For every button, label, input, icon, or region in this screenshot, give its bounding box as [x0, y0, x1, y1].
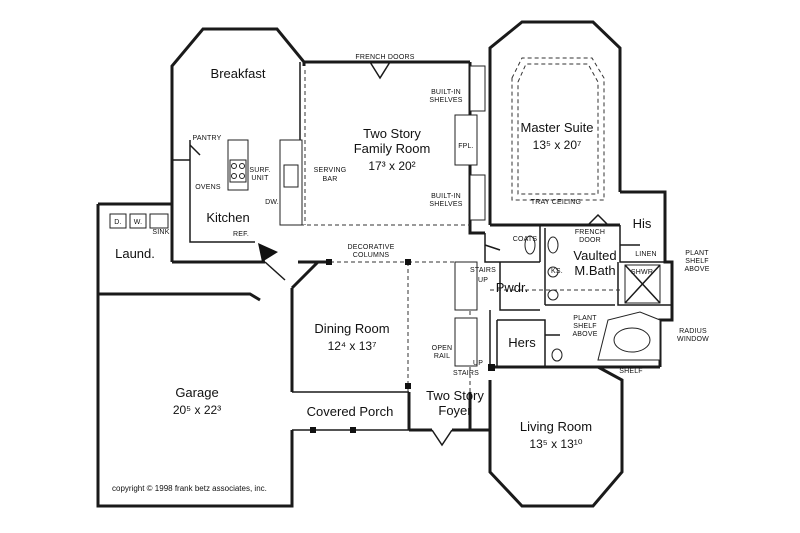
plant-shelf-mid-3: ABOVE [572, 331, 597, 338]
plant-shelf-right-1: PLANT [685, 250, 709, 257]
serving-bar-label-2: BAR [323, 176, 338, 183]
master-bath-label-2: M.Bath [574, 263, 615, 278]
radius-window-label-2: WINDOW [677, 336, 709, 343]
radius-window-label-1: RADIUS [679, 328, 707, 335]
open-rail-label-1: OPEN [432, 345, 453, 352]
ks-label: KS. [551, 268, 563, 275]
master-bath-label-1: Vaulted [573, 248, 616, 263]
garage-label: Garage [175, 385, 218, 400]
family-room-label-2: Family Room [354, 141, 431, 156]
surf-unit-label-1: SURF. [249, 167, 270, 174]
serving-bar-label-1: SERVING [314, 167, 347, 174]
coats-label: COATS [513, 236, 538, 243]
shower-label: SHWR [631, 269, 653, 276]
plant-shelf-right-2: SHELF [685, 258, 709, 265]
ovens-label: OVENS [195, 184, 221, 191]
living-room-label: Living Room [520, 419, 592, 434]
fixtures [109, 65, 661, 367]
open-rail-label-2: RAIL [434, 353, 450, 360]
master-suite-label: Master Suite [521, 120, 594, 135]
master-suite-dimensions: 13⁵ x 20⁷ [533, 138, 582, 152]
living-room-dimensions: 13⁵ x 13¹⁰ [529, 437, 582, 451]
plant-shelf-mid-1: PLANT [573, 315, 597, 322]
surf-unit-label-2: UNIT [251, 175, 269, 182]
pantry-label: PANTRY [193, 135, 222, 142]
tray-ceiling-label: TRAY CEILING [531, 199, 581, 206]
refrigerator-label: REF. [233, 231, 249, 238]
annotation-labels: FRENCH DOORS BUILT-IN SHELVES BUILT-IN S… [114, 54, 709, 377]
plant-shelf-right-3: ABOVE [684, 266, 709, 273]
washer-label: W. [134, 219, 143, 226]
plant-shelf-mid-2: SHELF [573, 323, 597, 330]
stairs-up-arrow-label: UP [478, 277, 488, 284]
builtin-shelves-top-1: BUILT-IN [431, 89, 461, 96]
builtin-shelves-bottom-2: SHELVES [429, 201, 462, 208]
builtin-shelves-top-2: SHELVES [429, 97, 462, 104]
fireplace-label: FPL. [458, 143, 474, 150]
decorative-columns-label-1: DECORATIVE [348, 244, 395, 251]
linen-label: LINEN [635, 251, 657, 258]
room-labels: Breakfast Two Story Family Room 17³ x 20… [115, 66, 652, 451]
french-door-label-2: DOOR [579, 237, 601, 244]
sink-label: SINK [152, 229, 169, 236]
doors [189, 61, 609, 447]
family-room-label-1: Two Story [363, 126, 421, 141]
hers-closet-label: Hers [508, 335, 536, 350]
stairs-down-arrow-label: UP [473, 360, 483, 367]
french-door-label-1: FRENCH [575, 229, 605, 236]
dining-room-label: Dining Room [314, 321, 389, 336]
stairs-up-label: STAIRS [470, 267, 496, 274]
kitchen-label: Kitchen [206, 210, 249, 225]
decorative-columns [258, 243, 495, 433]
laundry-label: Laund. [115, 246, 155, 261]
breakfast-label: Breakfast [211, 66, 266, 81]
dining-room-dimensions: 12⁴ x 13⁷ [328, 339, 377, 353]
covered-porch-label: Covered Porch [307, 404, 394, 419]
his-closet-label: His [633, 216, 652, 231]
exterior-walls [96, 20, 674, 508]
garage-dimensions: 20⁵ x 22³ [173, 403, 221, 417]
copyright-notice: copyright © 1998 frank betz associates, … [112, 484, 267, 493]
dryer-label: D. [114, 219, 121, 226]
shelf-label: SHELF [619, 368, 643, 375]
foyer-label-1: Two Story [426, 388, 484, 403]
dishwasher-label: DW. [265, 199, 279, 206]
stairs-down-label: STAIRS [453, 370, 479, 377]
family-room-dimensions: 17³ x 20² [368, 159, 415, 173]
foyer-label-2: Foyer [438, 403, 472, 418]
french-doors-label: FRENCH DOORS [355, 54, 414, 61]
powder-room-label: Pwdr. [496, 280, 529, 295]
builtin-shelves-bottom-1: BUILT-IN [431, 193, 461, 200]
decorative-columns-label-2: COLUMNS [353, 252, 390, 259]
